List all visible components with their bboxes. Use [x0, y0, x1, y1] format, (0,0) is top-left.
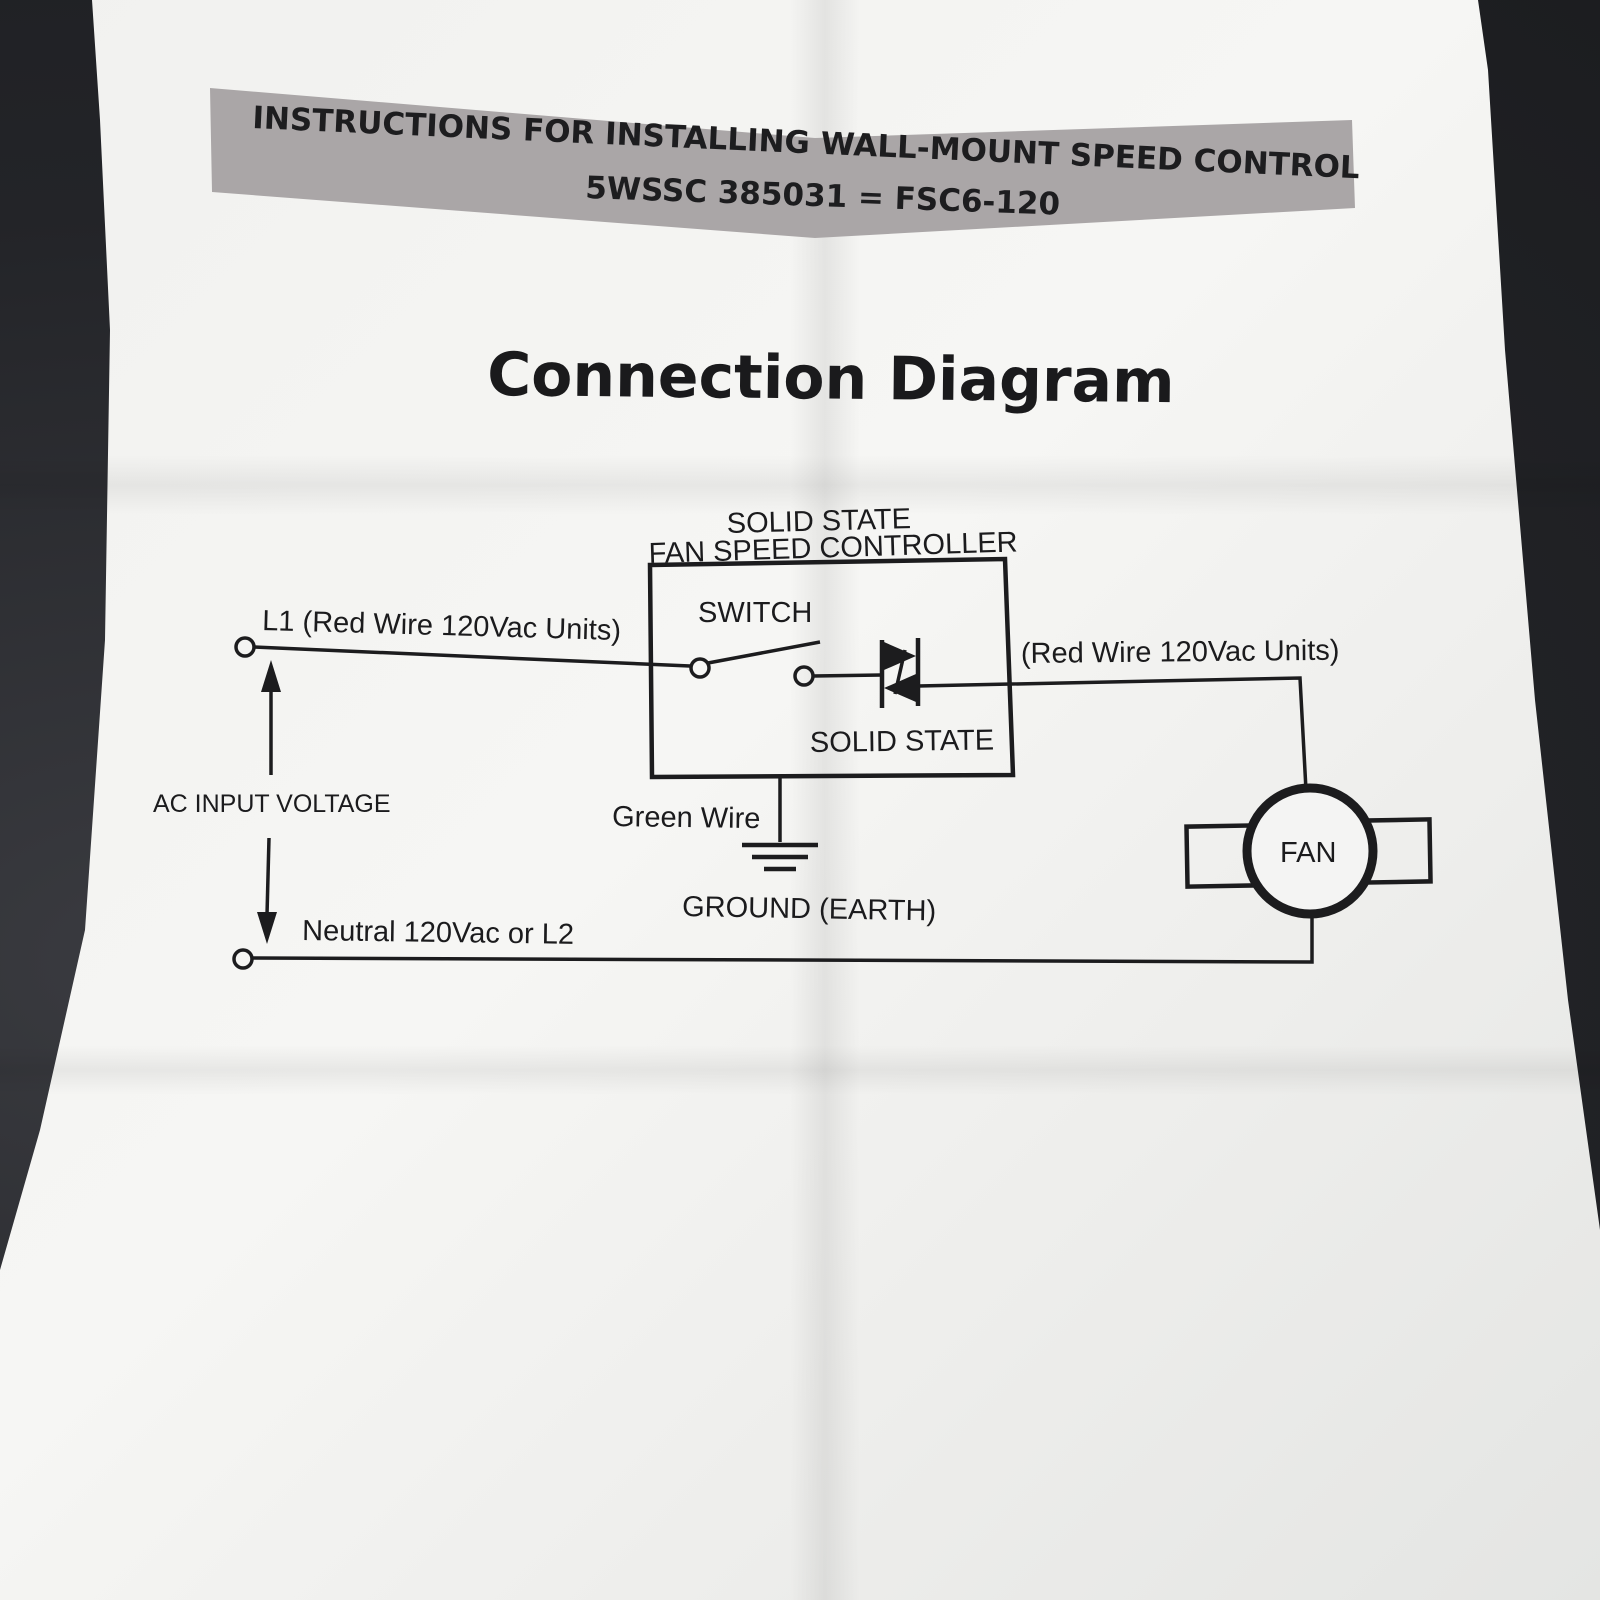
solid-state-label: SOLID STATE — [810, 724, 995, 759]
vertical-fold — [790, 0, 860, 1600]
l1-wire — [253, 645, 691, 668]
switch-label: SWITCH — [698, 597, 812, 629]
switch-to-triac-wire — [812, 673, 883, 678]
controller-label-line-1: SOLID STATE — [726, 503, 911, 540]
ac-arrow-down-shaft — [265, 837, 271, 916]
header-band-bg — [210, 88, 1355, 238]
controller-box — [647, 556, 1016, 780]
ac-arrow-up-head — [261, 660, 281, 692]
switch-blade — [707, 640, 821, 665]
horizontal-fold-lower — [0, 1045, 1600, 1095]
ground-label: GROUND (EARTH) — [682, 891, 937, 927]
switch-contact-left — [689, 657, 711, 679]
triac-symbol — [879, 638, 921, 708]
ac-arrow-down-head — [257, 912, 277, 944]
green-wire-label: Green Wire — [612, 801, 761, 835]
fan-label: FAN — [1280, 837, 1336, 869]
diagram-title: Connection Diagram — [487, 340, 1175, 417]
ac-input-voltage-label: AC INPUT VOLTAGE — [153, 790, 391, 818]
output-wire-label: (Red Wire 120Vac Units) — [1021, 635, 1340, 670]
header-band: INSTRUCTIONS FOR INSTALLING WALL-MOUNT S… — [210, 88, 1360, 238]
output-wire — [917, 676, 1308, 791]
horizontal-fold-upper — [0, 455, 1600, 515]
fan-symbol: FAN — [1184, 783, 1433, 919]
neutral-label: Neutral 120Vac or L2 — [302, 915, 574, 951]
connection-diagram: SOLID STATE FAN SPEED CONTROLLER SWITCH … — [153, 503, 1433, 970]
neutral-wire — [251, 912, 1314, 964]
fan-circle — [1242, 783, 1378, 919]
